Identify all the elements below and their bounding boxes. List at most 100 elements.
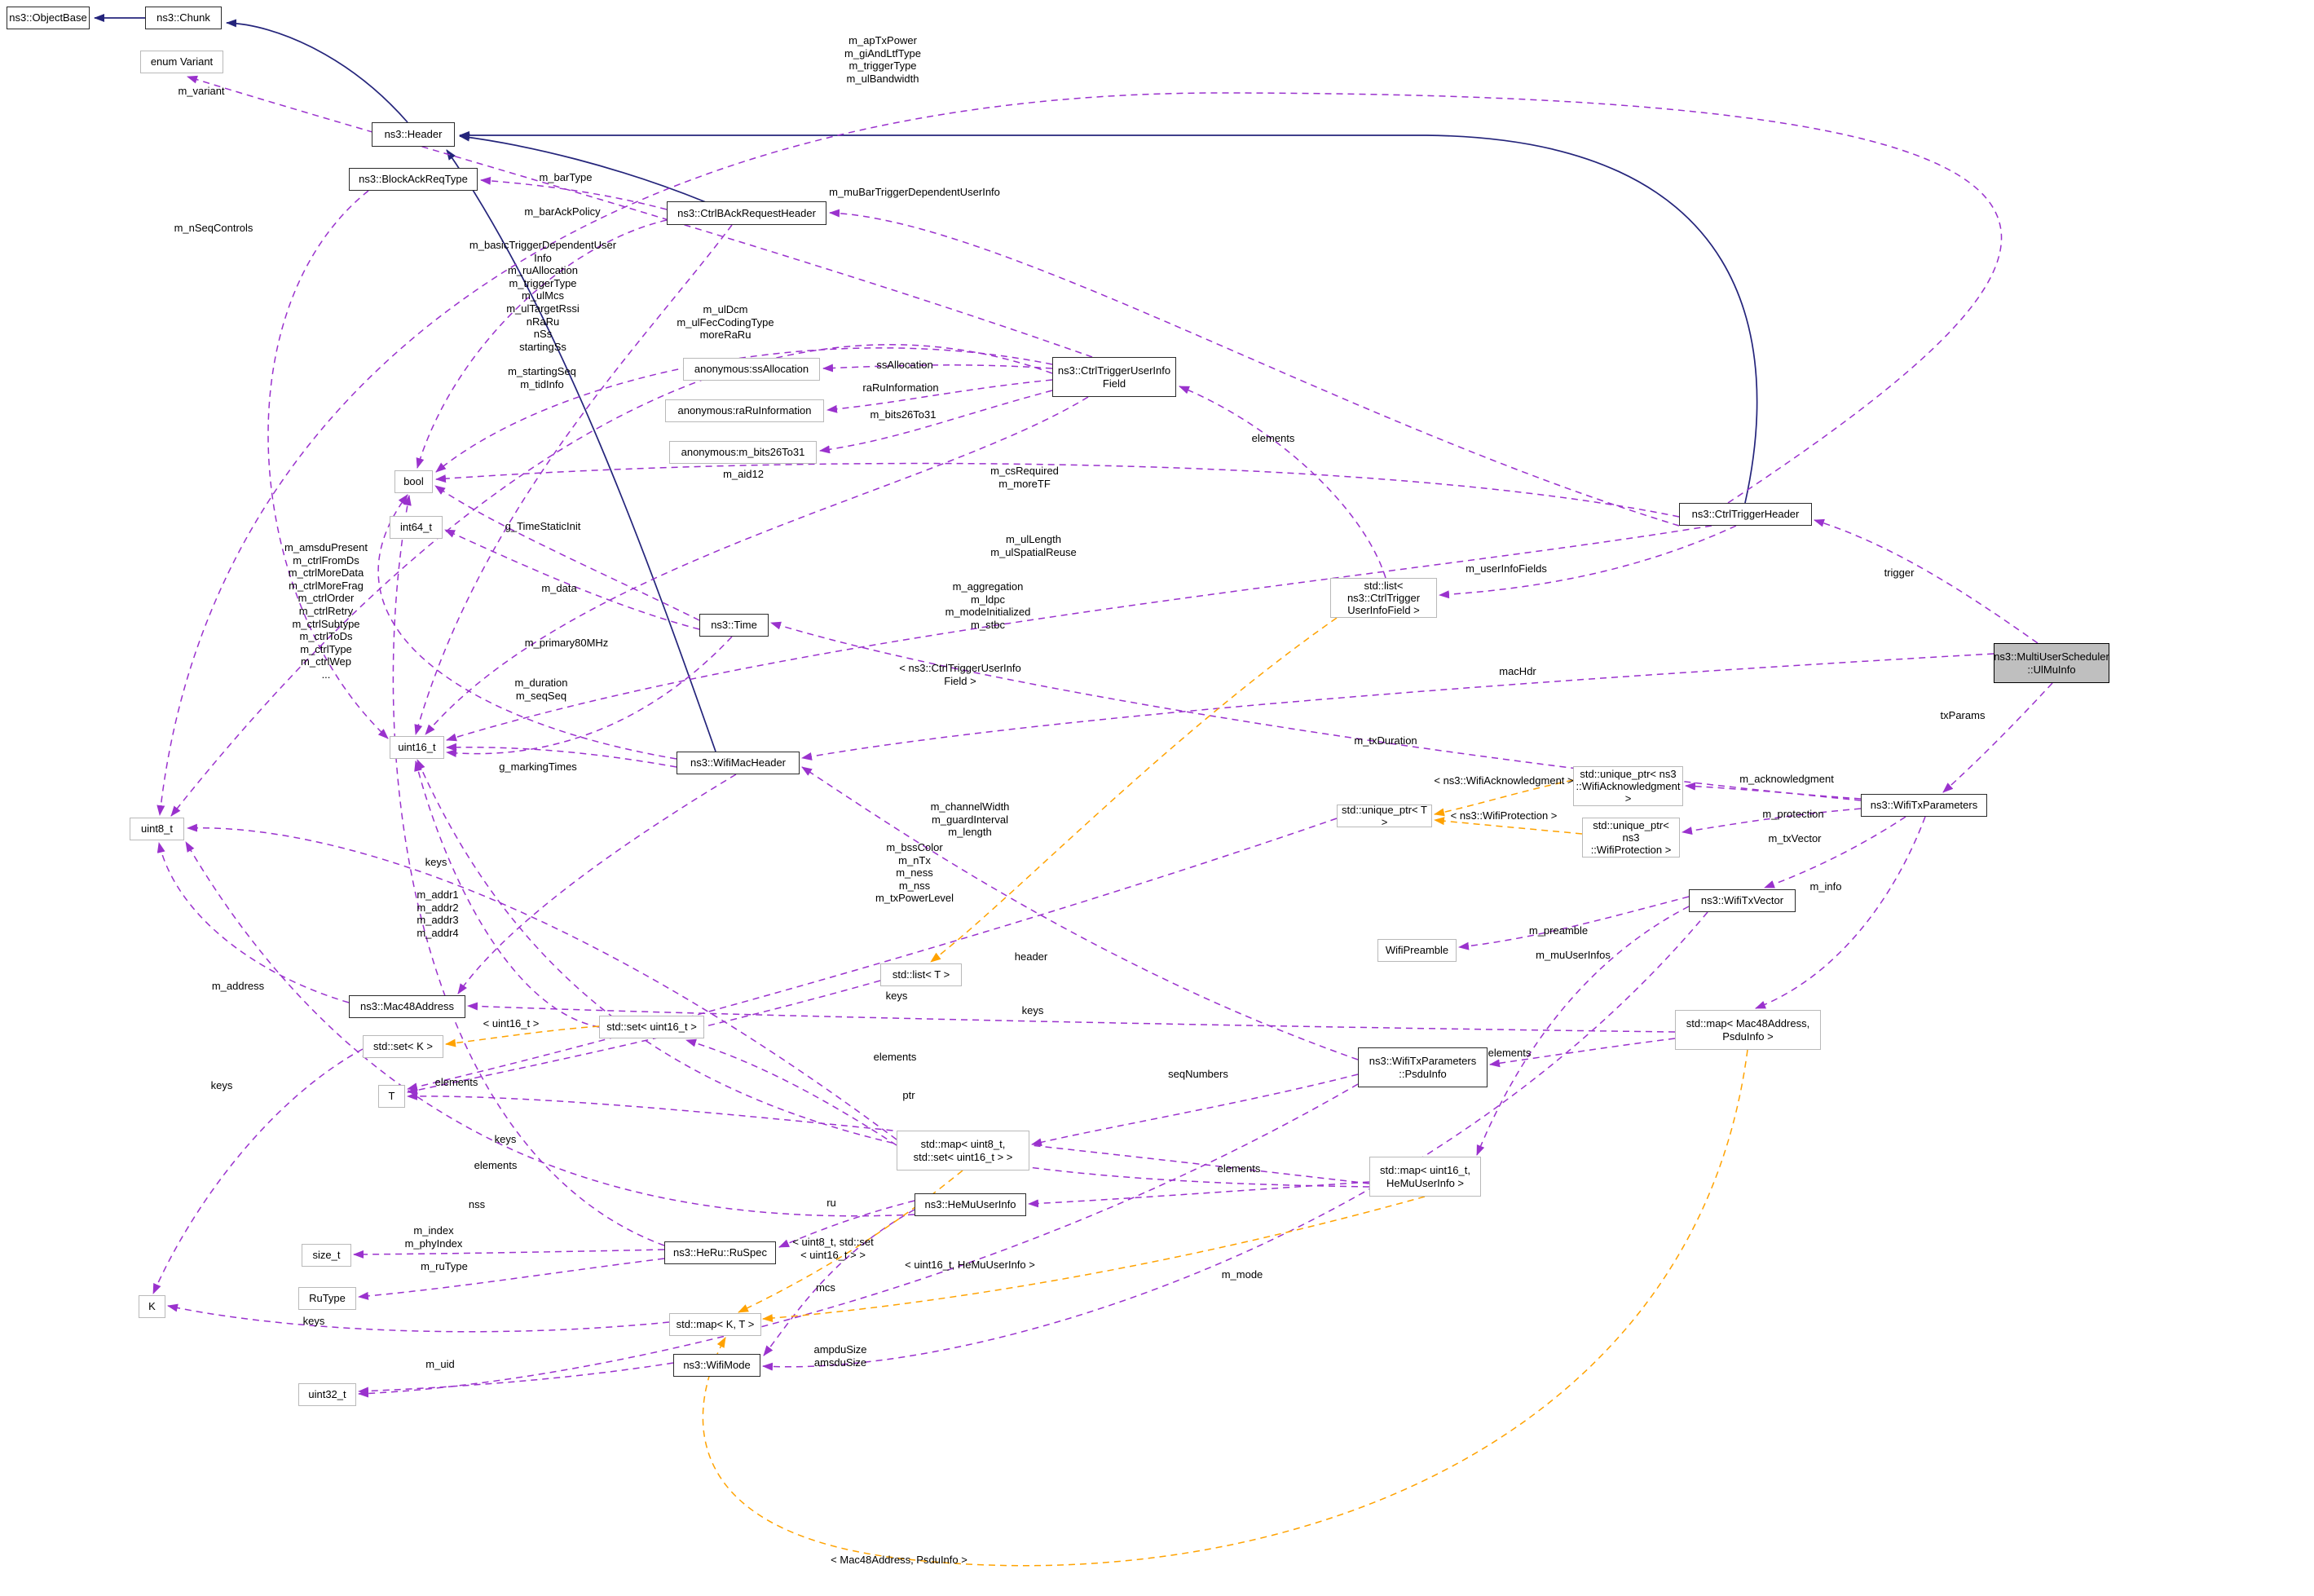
node-wmh[interactable]: ns3::WifiMacHeader	[677, 752, 800, 774]
edge-mapu16-to-hemu	[1028, 1181, 1370, 1208]
node-ssalloc[interactable]: anonymous:ssAllocation	[683, 358, 820, 381]
node-mac48[interactable]: ns3::Mac48Address	[349, 995, 465, 1018]
edge-cth-to-uint8	[156, 92, 2003, 816]
edge-wmh-to-uint16	[446, 743, 677, 768]
node-enumvariant[interactable]: enum Variant	[140, 51, 223, 73]
node-mapkt[interactable]: std::map< K, T >	[669, 1313, 761, 1336]
edge-psdu-to-wmh	[801, 766, 1359, 1060]
edge-ctrlback-to-uint16	[414, 224, 733, 735]
node-uptrT[interactable]: std::unique_ptr< T >	[1337, 804, 1432, 828]
edge-cth-to-ctrlback	[829, 209, 1680, 527]
node-chunk[interactable]: ns3::Chunk	[145, 7, 222, 29]
node-ulmu[interactable]: ns3::MultiUserScheduler ::UlMuInfo	[1994, 643, 2109, 683]
edge-cth-to-listctf	[1439, 525, 1737, 599]
edge-wmh-to-boolb	[377, 494, 677, 760]
edge-setu16-to-uint16	[414, 761, 600, 1028]
edge-mapkt-to-kbox	[167, 1303, 670, 1333]
edge-cth-to-boolb	[435, 462, 1680, 518]
node-sizet[interactable]: size_t	[302, 1244, 351, 1267]
node-rutype[interactable]: RuType	[298, 1287, 356, 1310]
node-mapu16[interactable]: std::map< uint16_t, HeMuUserInfo >	[1369, 1157, 1481, 1197]
edge-hemu-to-wmode	[763, 1209, 915, 1356]
edge-psdu-to-mapu8	[1031, 1074, 1359, 1147]
edge-wmh-to-header	[446, 149, 716, 752]
node-ctfield[interactable]: ns3::CtrlTriggerUserInfo Field	[1052, 357, 1176, 397]
node-psdu[interactable]: ns3::WifiTxParameters ::PsduInfo	[1358, 1047, 1488, 1087]
edge-ctfield-to-raruinfo	[826, 379, 1053, 413]
edge-ruspec-to-boolb	[392, 495, 665, 1246]
node-kbox[interactable]: K	[139, 1295, 165, 1318]
edge-mapu8-to-uint8	[187, 823, 897, 1140]
edge-wtxp-to-uptrprot	[1682, 808, 1862, 835]
node-uint8[interactable]: uint8_t	[130, 818, 184, 840]
edge-listctf-to-listT	[930, 617, 1338, 963]
edge-listT-to-tbox	[407, 980, 881, 1095]
node-boolb[interactable]: bool	[394, 470, 433, 493]
edge-psdu-to-uint32	[358, 1083, 1359, 1398]
edge-mapmac-to-mapkt	[702, 1049, 1748, 1567]
node-objectbase[interactable]: ns3::ObjectBase	[7, 7, 90, 29]
node-listctf[interactable]: std::list< ns3::CtrlTrigger UserInfoFiel…	[1330, 578, 1437, 618]
node-setk[interactable]: std::set< K >	[363, 1035, 443, 1058]
edge-ctrlback-to-boolb	[416, 219, 668, 469]
edge-timeb-to-int64	[444, 529, 700, 630]
edge-ctrlback-to-header	[459, 133, 707, 203]
node-mapmac[interactable]: std::map< Mac48Address, PsduInfo >	[1675, 1010, 1821, 1050]
node-setu16[interactable]: std::set< uint16_t >	[599, 1016, 704, 1038]
edge-hemu-to-uint8	[185, 841, 915, 1217]
edge-ruspec-to-rutype	[358, 1258, 665, 1300]
edge-timeb-to-uint16	[446, 636, 733, 758]
node-bits26[interactable]: anonymous:m_bits26To31	[669, 441, 817, 464]
edge-wtxp-to-timeb	[770, 621, 1862, 801]
edge-cth-to-uint16	[446, 525, 1712, 742]
edge-ctrlback-to-blockackreq	[480, 176, 668, 210]
edge-mapu16-to-uint16	[417, 759, 1370, 1188]
edge-mapmac-to-psdu	[1489, 1038, 1676, 1068]
node-wmode[interactable]: ns3::WifiMode	[673, 1354, 760, 1377]
node-uptrprot[interactable]: std::unique_ptr< ns3 ::WifiProtection >	[1582, 818, 1680, 858]
edge-wmh-to-mac48	[457, 774, 737, 994]
edge-ctfield-to-uint8	[170, 344, 1053, 817]
node-timeb[interactable]: ns3::Time	[699, 614, 769, 637]
edge-blockackreq-to-uint16	[267, 190, 389, 739]
edge-wmode-to-uint32	[358, 1362, 674, 1395]
edge-wtxp-to-wtxv	[1764, 816, 1906, 888]
edge-timeb-to-boolb	[434, 485, 700, 621]
edge-wtxv-to-wmode	[762, 911, 1708, 1371]
edge-wtxp-to-mapmac	[1755, 816, 1926, 1009]
node-uint16[interactable]: uint16_t	[390, 736, 444, 759]
edge-wtxv-to-wpre	[1458, 896, 1690, 950]
edge-ctfield-to-bits26	[819, 390, 1053, 454]
edge-setu16-to-setk	[445, 1025, 600, 1047]
edge-mac48-to-uint8	[156, 842, 350, 1003]
edge-ulmu-to-cth	[1814, 518, 2039, 644]
edge-ulmu-to-wmh	[801, 653, 1994, 761]
edge-mapu8-to-setu16	[685, 1038, 897, 1146]
edge-hemu-to-ruspec	[778, 1200, 915, 1248]
edge-ctfield-to-ssalloc	[822, 364, 1053, 373]
node-tbox[interactable]: T	[378, 1085, 405, 1108]
node-wtxp[interactable]: ns3::WifiTxParameters	[1861, 794, 1987, 817]
node-mapu8[interactable]: std::map< uint8_t, std::set< uint16_t > …	[897, 1131, 1029, 1171]
node-cth[interactable]: ns3::CtrlTriggerHeader	[1679, 503, 1812, 526]
edge-wtxv-to-mapu16	[1476, 906, 1690, 1156]
node-uint32[interactable]: uint32_t	[298, 1383, 356, 1406]
edge-uptrack-to-uptrT	[1434, 779, 1574, 817]
node-header[interactable]: ns3::Header	[372, 122, 455, 147]
edge-mapu16-to-mapkt	[762, 1196, 1426, 1323]
node-listT[interactable]: std::list< T >	[880, 963, 962, 986]
node-ruspec[interactable]: ns3::HeRu::RuSpec	[664, 1241, 776, 1264]
node-uptrack[interactable]: std::unique_ptr< ns3 ::WifiAcknowledgmen…	[1573, 766, 1683, 806]
node-wpre[interactable]: WifiPreamble	[1377, 939, 1457, 962]
node-wtxv[interactable]: ns3::WifiTxVector	[1689, 889, 1796, 912]
edge-ruspec-to-sizet	[353, 1249, 665, 1259]
edge-ctfield-to-enumvariant	[187, 75, 1093, 358]
node-ctrlback[interactable]: ns3::CtrlBAckRequestHeader	[667, 201, 826, 225]
node-hemu[interactable]: ns3::HeMuUserInfo	[915, 1193, 1026, 1216]
edge-listctf-to-ctfield	[1179, 386, 1386, 579]
node-blockackreq[interactable]: ns3::BlockAckReqType	[349, 168, 478, 191]
edge-uptrprot-to-uptrT	[1434, 817, 1583, 835]
node-int64[interactable]: int64_t	[390, 516, 443, 539]
node-raruinfo[interactable]: anonymous:raRuInformation	[665, 399, 824, 422]
